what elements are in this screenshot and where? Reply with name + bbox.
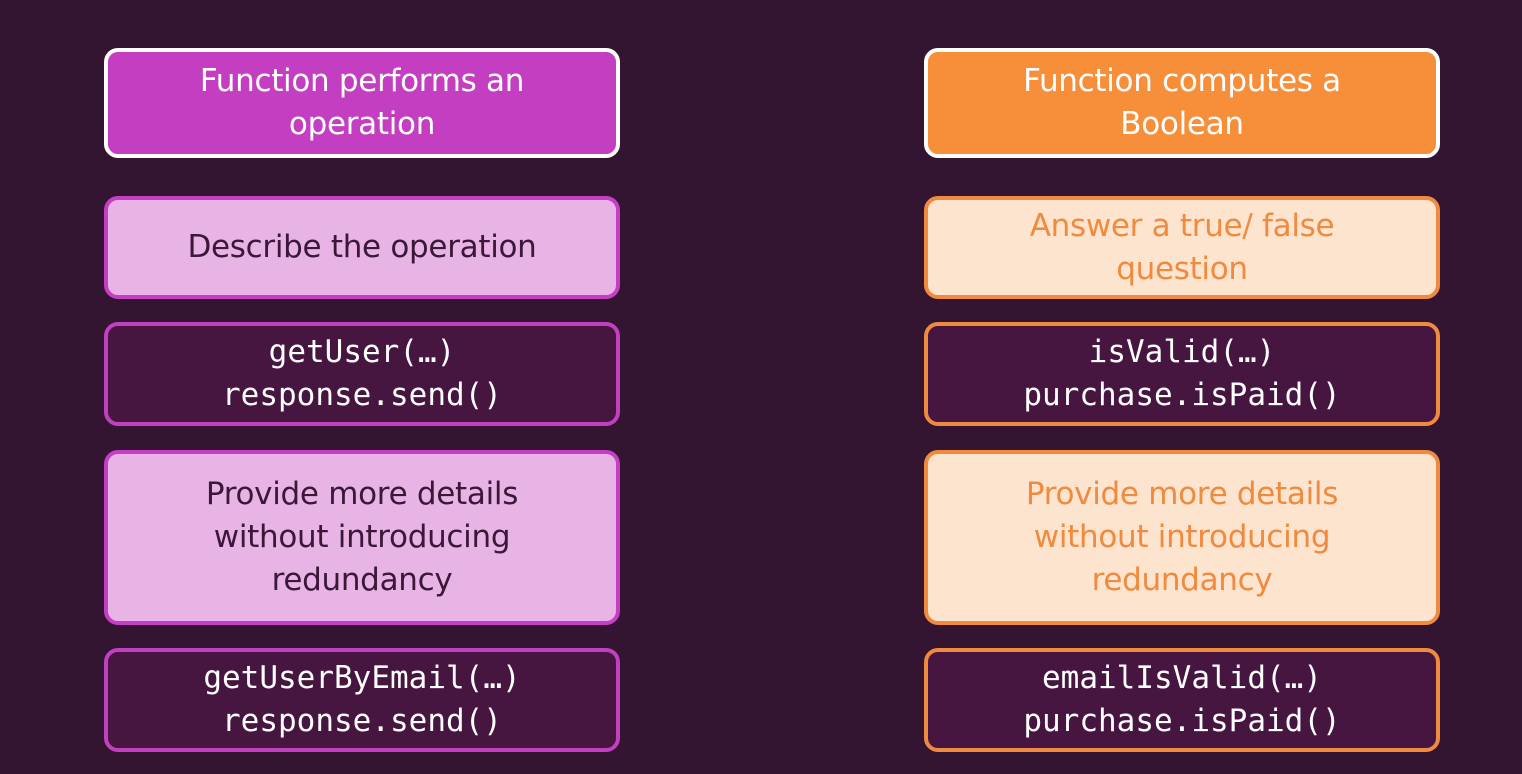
operation-detailed-code-example-text: getUserByEmail(…) response.send() <box>203 660 521 739</box>
operation-header-box: Function performs an operation <box>104 48 620 158</box>
boolean-details-box: Provide more details without introducing… <box>924 450 1440 625</box>
boolean-description-box: Answer a true/ false question <box>924 196 1440 299</box>
operation-header-text: Function performs an operation <box>199 63 525 142</box>
operation-description-text: Describe the operation <box>187 229 537 265</box>
operation-description-box: Describe the operation <box>104 196 620 299</box>
boolean-header-box: Function computes a Boolean <box>924 48 1440 158</box>
boolean-code-example-text: isValid(…) purchase.isPaid() <box>1023 334 1341 413</box>
boolean-description-text: Answer a true/ false question <box>1029 207 1335 287</box>
operation-code-example-box: getUser(…) response.send() <box>104 322 620 426</box>
operation-details-text: Provide more details without introducing… <box>205 476 519 598</box>
boolean-detailed-code-example-text: emailIsValid(…) purchase.isPaid() <box>1023 660 1341 739</box>
boolean-header-text: Function computes a Boolean <box>1023 63 1341 142</box>
operation-detailed-code-example-box: getUserByEmail(…) response.send() <box>104 648 620 752</box>
operation-details-box: Provide more details without introducing… <box>104 450 620 625</box>
operation-code-example-text: getUser(…) response.send() <box>222 334 502 413</box>
boolean-details-text: Provide more details without introducing… <box>1025 476 1339 598</box>
boolean-code-example-box: isValid(…) purchase.isPaid() <box>924 322 1440 426</box>
boolean-detailed-code-example-box: emailIsValid(…) purchase.isPaid() <box>924 648 1440 752</box>
